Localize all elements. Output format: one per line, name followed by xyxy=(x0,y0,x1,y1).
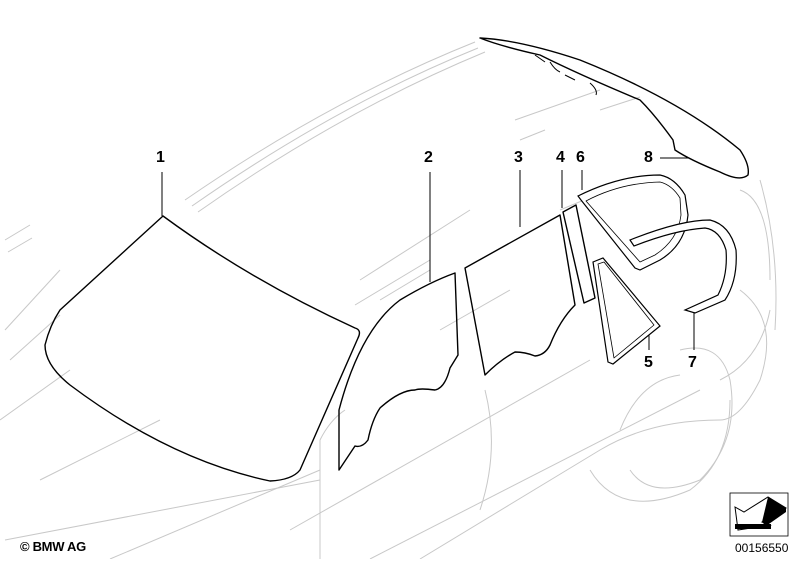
door-window-guide-part xyxy=(562,204,596,304)
callout-3[interactable]: 3 xyxy=(514,149,523,166)
callout-5[interactable]: 5 xyxy=(644,354,653,371)
callout-8[interactable]: 8 xyxy=(644,149,653,166)
callout-1[interactable]: 1 xyxy=(156,149,165,166)
callout-2[interactable]: 2 xyxy=(424,149,433,166)
callout-4[interactable]: 4 xyxy=(556,149,565,166)
document-number: 00156550 xyxy=(735,541,789,555)
side-window-seal-part xyxy=(629,219,737,314)
callout-7[interactable]: 7 xyxy=(688,354,697,371)
rear-spoiler-part xyxy=(479,37,750,179)
arrow-back-icon[interactable] xyxy=(729,492,789,537)
rear-door-frame-seal-part xyxy=(577,174,689,271)
copyright-text: © BMW AG xyxy=(20,539,86,554)
front-door-window-part xyxy=(338,272,459,471)
callout-6[interactable]: 6 xyxy=(576,149,585,166)
car-body-outline xyxy=(0,41,777,560)
windscreen-part xyxy=(44,215,361,482)
rear-door-window-part xyxy=(464,214,576,376)
rear-quarter-window-part xyxy=(592,257,661,365)
